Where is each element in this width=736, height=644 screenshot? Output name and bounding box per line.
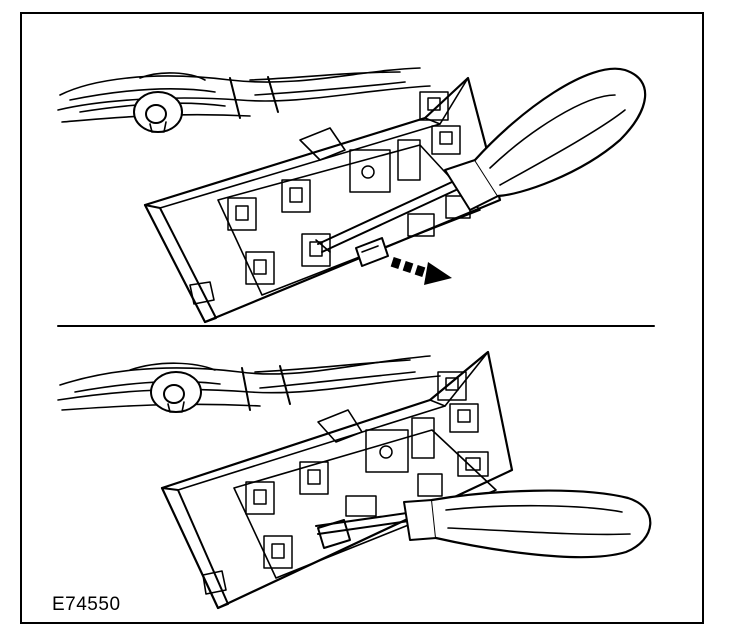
- figure-code: E74550: [52, 594, 121, 615]
- screwdriver-icon: [316, 69, 645, 252]
- fuse-sockets-top: [228, 92, 470, 284]
- release-arrow-icon: [390, 257, 452, 285]
- bottom-panel: [58, 352, 650, 608]
- wiring-harness-bottom: [58, 356, 440, 410]
- fuse-top: [356, 238, 388, 266]
- top-panel: [58, 68, 645, 322]
- grommet-bottom: [151, 372, 201, 412]
- grommet-top: [134, 92, 182, 132]
- screwdriver-icon: [316, 491, 650, 558]
- wiring-harness-top: [58, 68, 430, 122]
- fuse-box-top: [145, 78, 500, 322]
- fuse-box-bottom: [162, 352, 512, 608]
- fuse-sockets-bottom: [246, 372, 488, 568]
